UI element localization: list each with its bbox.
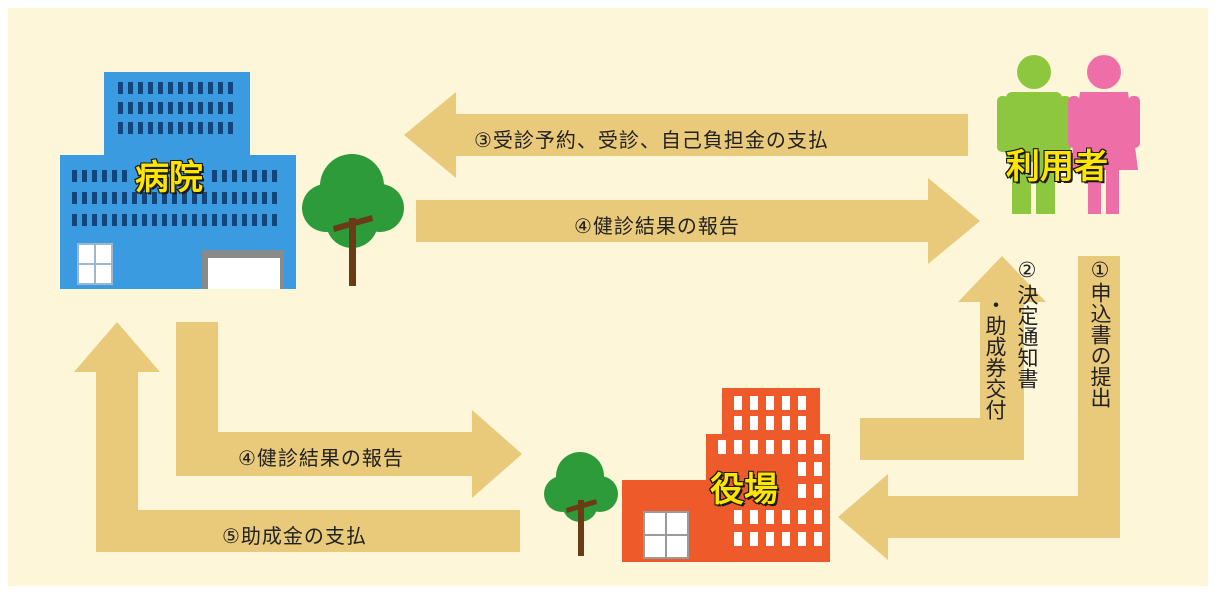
tree-icon-2 (544, 452, 618, 556)
arrow-step3 (404, 92, 968, 178)
tree-icon (302, 154, 404, 286)
town-office-label: 役場 (709, 469, 779, 511)
arrow-step2 (860, 256, 1046, 460)
hospital-building-icon (60, 72, 296, 289)
step4-bottom-label: ④健診結果の報告 (238, 446, 404, 470)
step3-label: ③受診予約、受診、自己負担金の支払 (474, 128, 829, 152)
step2-line1: 決定通知書 (1015, 284, 1039, 389)
town-office-building-icon (622, 388, 830, 562)
user-label: 利用者 (1005, 146, 1109, 188)
arrow-step4-top (416, 178, 980, 264)
arrow-step5 (74, 322, 520, 552)
step2-number: ② (1015, 258, 1039, 282)
arrow-step4-bottom (176, 322, 522, 498)
step1-label: ①申込書の提出 (1088, 258, 1112, 408)
people-icon (997, 55, 1140, 214)
step4-top-label: ④健診結果の報告 (574, 214, 740, 238)
arrow-step1 (838, 256, 1120, 560)
hospital-label: 病院 (134, 157, 204, 199)
step5-label: ⑤助成金の支払 (222, 524, 367, 548)
step2-line2: ・助成券交付 (983, 294, 1007, 420)
